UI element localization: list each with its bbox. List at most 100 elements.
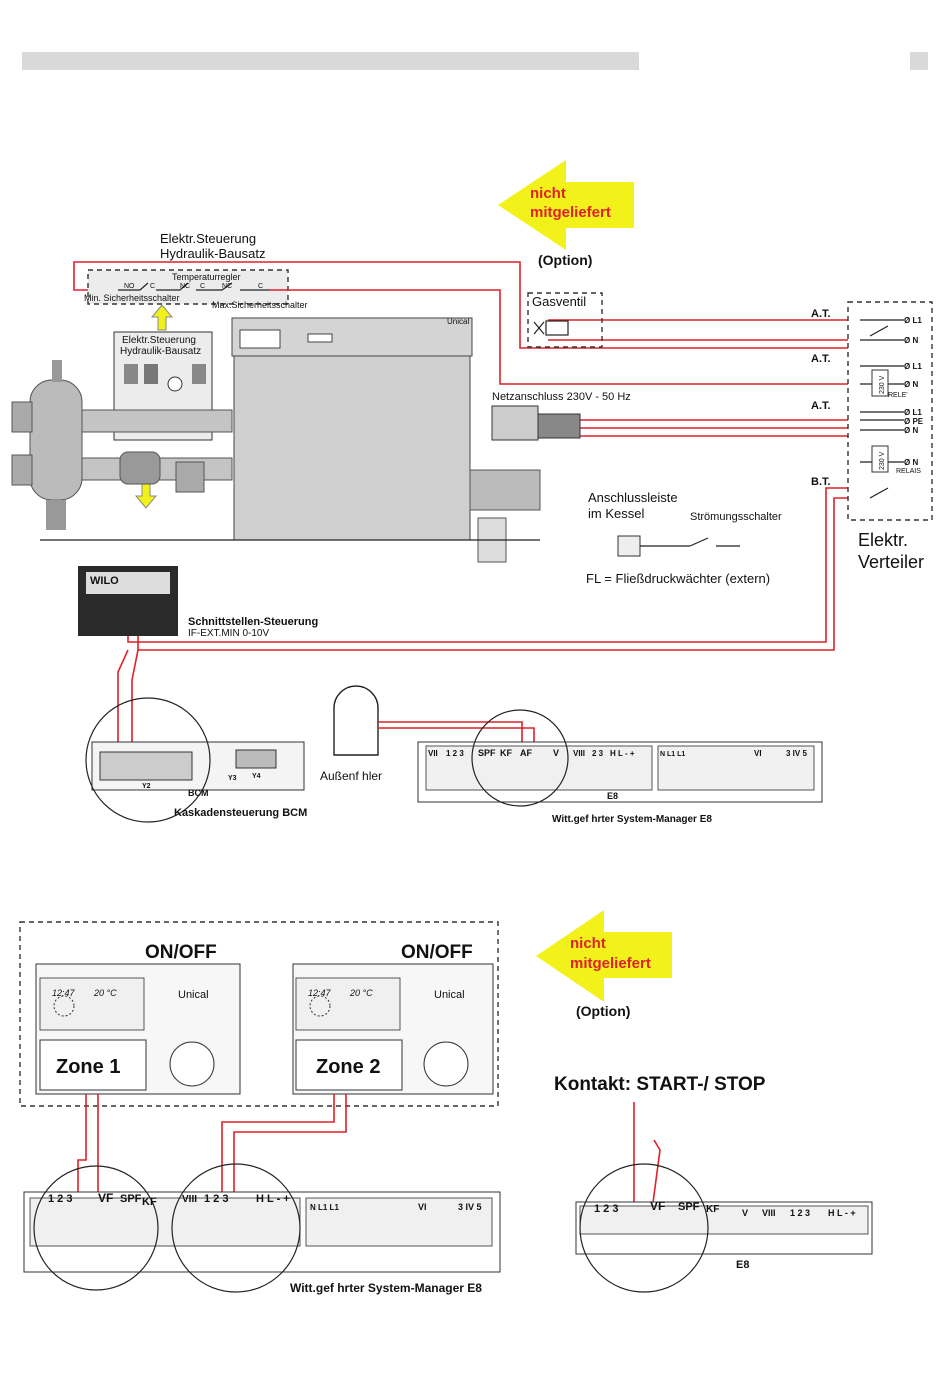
- e8-top-h11: 3 IV 5: [786, 749, 807, 758]
- zone-1-title: ON/OFF: [145, 942, 217, 963]
- up-arrow-icon: [150, 304, 174, 331]
- bt-label: B.T.: [811, 476, 831, 488]
- e8-top-h2: SPF: [478, 748, 496, 758]
- e8-top-h5: V: [553, 748, 559, 758]
- bcm-y2: Y2: [142, 783, 151, 790]
- e8-top-h8: H L - +: [610, 749, 635, 758]
- e8br-h5: VIII: [762, 1208, 776, 1218]
- option-arrow-top: nicht mitgeliefert (Option): [498, 160, 634, 268]
- zone-1-thermostat: [35, 963, 241, 1095]
- e8-top-h1: 1 2 3: [446, 749, 464, 758]
- e8-bottom-caption: Witt.gef hrter System-Manager E8: [290, 1281, 482, 1295]
- e8-top-h9: N L1 L1: [660, 751, 685, 758]
- at-label-2: A.T.: [811, 353, 831, 365]
- term-l1-c: Ø L1: [904, 408, 922, 417]
- e8bl-h1: VF: [98, 1191, 113, 1205]
- option-bottom-line2: mitgeliefert: [570, 955, 651, 972]
- option-line2: mitgeliefert: [530, 204, 611, 221]
- temperaturregler-label: Temperaturregler: [172, 272, 241, 282]
- e8bl-h6: H L - +: [256, 1193, 290, 1205]
- zone-2-title: ON/OFF: [401, 942, 473, 963]
- e8br-h7: H L - +: [828, 1208, 856, 1218]
- down-arrow-icon: [134, 483, 158, 509]
- kit-title-2: Hydraulik-Bausatz: [120, 346, 201, 357]
- e8bl-h8: VI: [418, 1202, 427, 1212]
- relay-2-icon: [871, 445, 889, 473]
- at-label-1: A.T.: [811, 308, 831, 320]
- term-n-a: Ø N: [904, 336, 918, 345]
- gasventil-label: Gasventil: [532, 294, 586, 309]
- e8-bottom-left-module: [23, 1163, 501, 1293]
- e8-top-h0: VII: [428, 749, 438, 758]
- zone-1-name: Zone 1: [56, 1056, 120, 1078]
- term-l1-a: Ø L1: [904, 316, 922, 325]
- e8br-h1: VF: [650, 1199, 665, 1213]
- verteiler-box: [847, 301, 933, 521]
- flow-switch-icon: [640, 537, 740, 547]
- bcm-caption: Kaskadensteuerung BCM: [174, 807, 307, 819]
- e8-top-module: [417, 709, 823, 807]
- anschlussleiste-line2: im Kessel: [588, 506, 644, 521]
- e8-bottom-right-label: E8: [736, 1259, 749, 1271]
- e8bl-h9: 3 IV 5: [458, 1202, 482, 1212]
- terminal-block-icon: [617, 535, 641, 557]
- e8-top-h6: VIII: [573, 749, 585, 758]
- kit-title-1: Elektr.Steuerung: [122, 335, 196, 346]
- verteiler-title-2: Verteiler: [858, 552, 924, 572]
- e8br-h4: V: [742, 1208, 748, 1218]
- power-plug-icon: [491, 405, 581, 441]
- bcm-module: [85, 697, 305, 823]
- anschlussleiste-line1: Anschlussleiste: [588, 490, 678, 505]
- zone-2-name: Zone 2: [316, 1056, 380, 1078]
- e8bl-h4: VIII: [182, 1194, 197, 1205]
- relay1-label: RELE': [888, 392, 908, 399]
- e8-top-h3: KF: [500, 748, 512, 758]
- boiler-brand: Unical: [447, 317, 469, 326]
- bcm-y4: Y4: [252, 773, 261, 780]
- outdoor-sensor-icon: [333, 685, 379, 756]
- e8-top-caption: Witt.gef hrter System-Manager E8: [552, 814, 712, 825]
- term-pe: Ø PE: [904, 417, 924, 426]
- e8bl-h7: N L1 L1: [310, 1203, 339, 1212]
- hydraulik-title-1: Elektr.Steuerung: [160, 231, 256, 246]
- e8-bottom-right-module: [575, 1163, 873, 1293]
- e8-top-h4: AF: [520, 748, 532, 758]
- e8bl-h3: KF: [142, 1196, 157, 1208]
- switch-contacts: [118, 282, 270, 291]
- bcm-label: BCM: [188, 788, 209, 798]
- zone-1-time: 12:47: [52, 988, 76, 998]
- yellow-arrow-icon: [536, 910, 672, 1002]
- header-page-tab: [910, 52, 928, 70]
- wilo-title: Schnittstellen-Steuerung: [188, 616, 318, 628]
- e8-top-h10: VI: [754, 749, 762, 758]
- valve-icon: [533, 321, 545, 335]
- bcm-y3: Y3: [228, 775, 237, 782]
- zones-box: [19, 921, 499, 1107]
- wires-wilo-bcm: [117, 649, 139, 750]
- netzanschluss-label: Netzanschluss 230V - 50 Hz: [492, 391, 631, 403]
- min-switch-label: Min. Sicherheitsschalter: [84, 293, 180, 303]
- kontakt-label: Kontakt: START-/ STOP: [554, 1074, 766, 1095]
- wilo-subtitle: IF-EXT.MIN 0-10V: [188, 628, 269, 639]
- contact-nc1: NC: [180, 283, 190, 290]
- e8br-h3: KF: [706, 1204, 719, 1215]
- contact-c3: C: [258, 283, 263, 290]
- option-line1: nicht: [530, 185, 566, 202]
- zone-2-temp: 20 °C: [349, 988, 373, 998]
- max-switch-label: Max.Sicherheitsschalter: [212, 300, 308, 310]
- relay2-label: RELAIS: [896, 468, 921, 475]
- yellow-arrow-icon: [498, 160, 634, 250]
- e8br-h6: 1 2 3: [790, 1208, 810, 1218]
- e8bl-h2: SPF: [120, 1193, 142, 1205]
- wilo-brand: WILO: [90, 575, 119, 587]
- e8bl-h0: 1 2 3: [48, 1193, 72, 1205]
- contact-c2: C: [200, 283, 205, 290]
- gasventil-coil-icon: [545, 320, 569, 336]
- switch-chain-box: [87, 269, 289, 305]
- e8br-h0: 1 2 3: [594, 1203, 618, 1215]
- zone-2-thermostat: [292, 963, 494, 1095]
- fl-note: FL = Fließdruckwächter (extern): [586, 571, 770, 586]
- term-l1-b: Ø L1: [904, 362, 922, 371]
- relay-1-icon: [871, 369, 889, 397]
